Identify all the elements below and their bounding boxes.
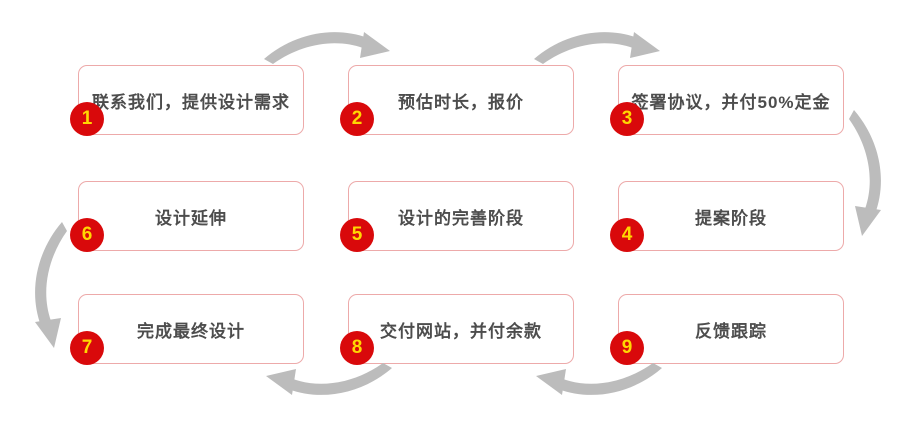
step-box-5: 5 设计的完善阶段: [340, 181, 574, 252]
step-label-2: 预估时长，报价: [398, 92, 524, 112]
step-number-badge-3: 3: [610, 102, 644, 136]
step-box-9: 9 反馈跟踪: [610, 294, 844, 365]
step-label-1: 联系我们，提供设计需求: [92, 92, 290, 112]
step-label-5: 设计的完善阶段: [398, 208, 524, 228]
step-label-6: 设计延伸: [155, 208, 227, 228]
step-number-badge-9: 9: [610, 331, 644, 365]
step-number-badge-1: 1: [70, 102, 104, 136]
step-box-2: 2 预估时长，报价: [340, 65, 574, 136]
step-box-4: 4 提案阶段: [610, 181, 844, 252]
step-box-7: 7 完成最终设计: [70, 294, 304, 365]
curved-arrow-icon-step6-to-step7: [29, 221, 69, 351]
curved-arrow-icon-step2-to-step3: [533, 26, 663, 66]
step-box-8: 8 交付网站，并付余款: [340, 294, 574, 365]
step-number-badge-8: 8: [340, 331, 374, 365]
step-number-badge-7: 7: [70, 331, 104, 365]
step-number-badge-5: 5: [340, 218, 374, 252]
step-label-7: 完成最终设计: [137, 321, 245, 341]
curved-arrow-icon-step7-step8: [263, 361, 393, 401]
step-number-badge-4: 4: [610, 218, 644, 252]
step-number-badge-6: 6: [70, 218, 104, 252]
step-label-3: 签署协议，并付50%定金: [631, 92, 831, 112]
curved-arrow-icon-step8-step9: [533, 361, 663, 401]
step-box-1: 1 联系我们，提供设计需求: [70, 65, 304, 136]
step-label-4: 提案阶段: [695, 208, 767, 228]
curved-arrow-icon-step1-to-step2: [263, 26, 393, 66]
step-label-9: 反馈跟踪: [695, 321, 767, 341]
curved-arrow-icon-step3-to-step4: [847, 109, 887, 239]
step-number-badge-2: 2: [340, 102, 374, 136]
step-box-3: 3 签署协议，并付50%定金: [610, 65, 844, 136]
step-label-8: 交付网站，并付余款: [380, 321, 542, 341]
step-box-6: 6 设计延伸: [70, 181, 304, 252]
